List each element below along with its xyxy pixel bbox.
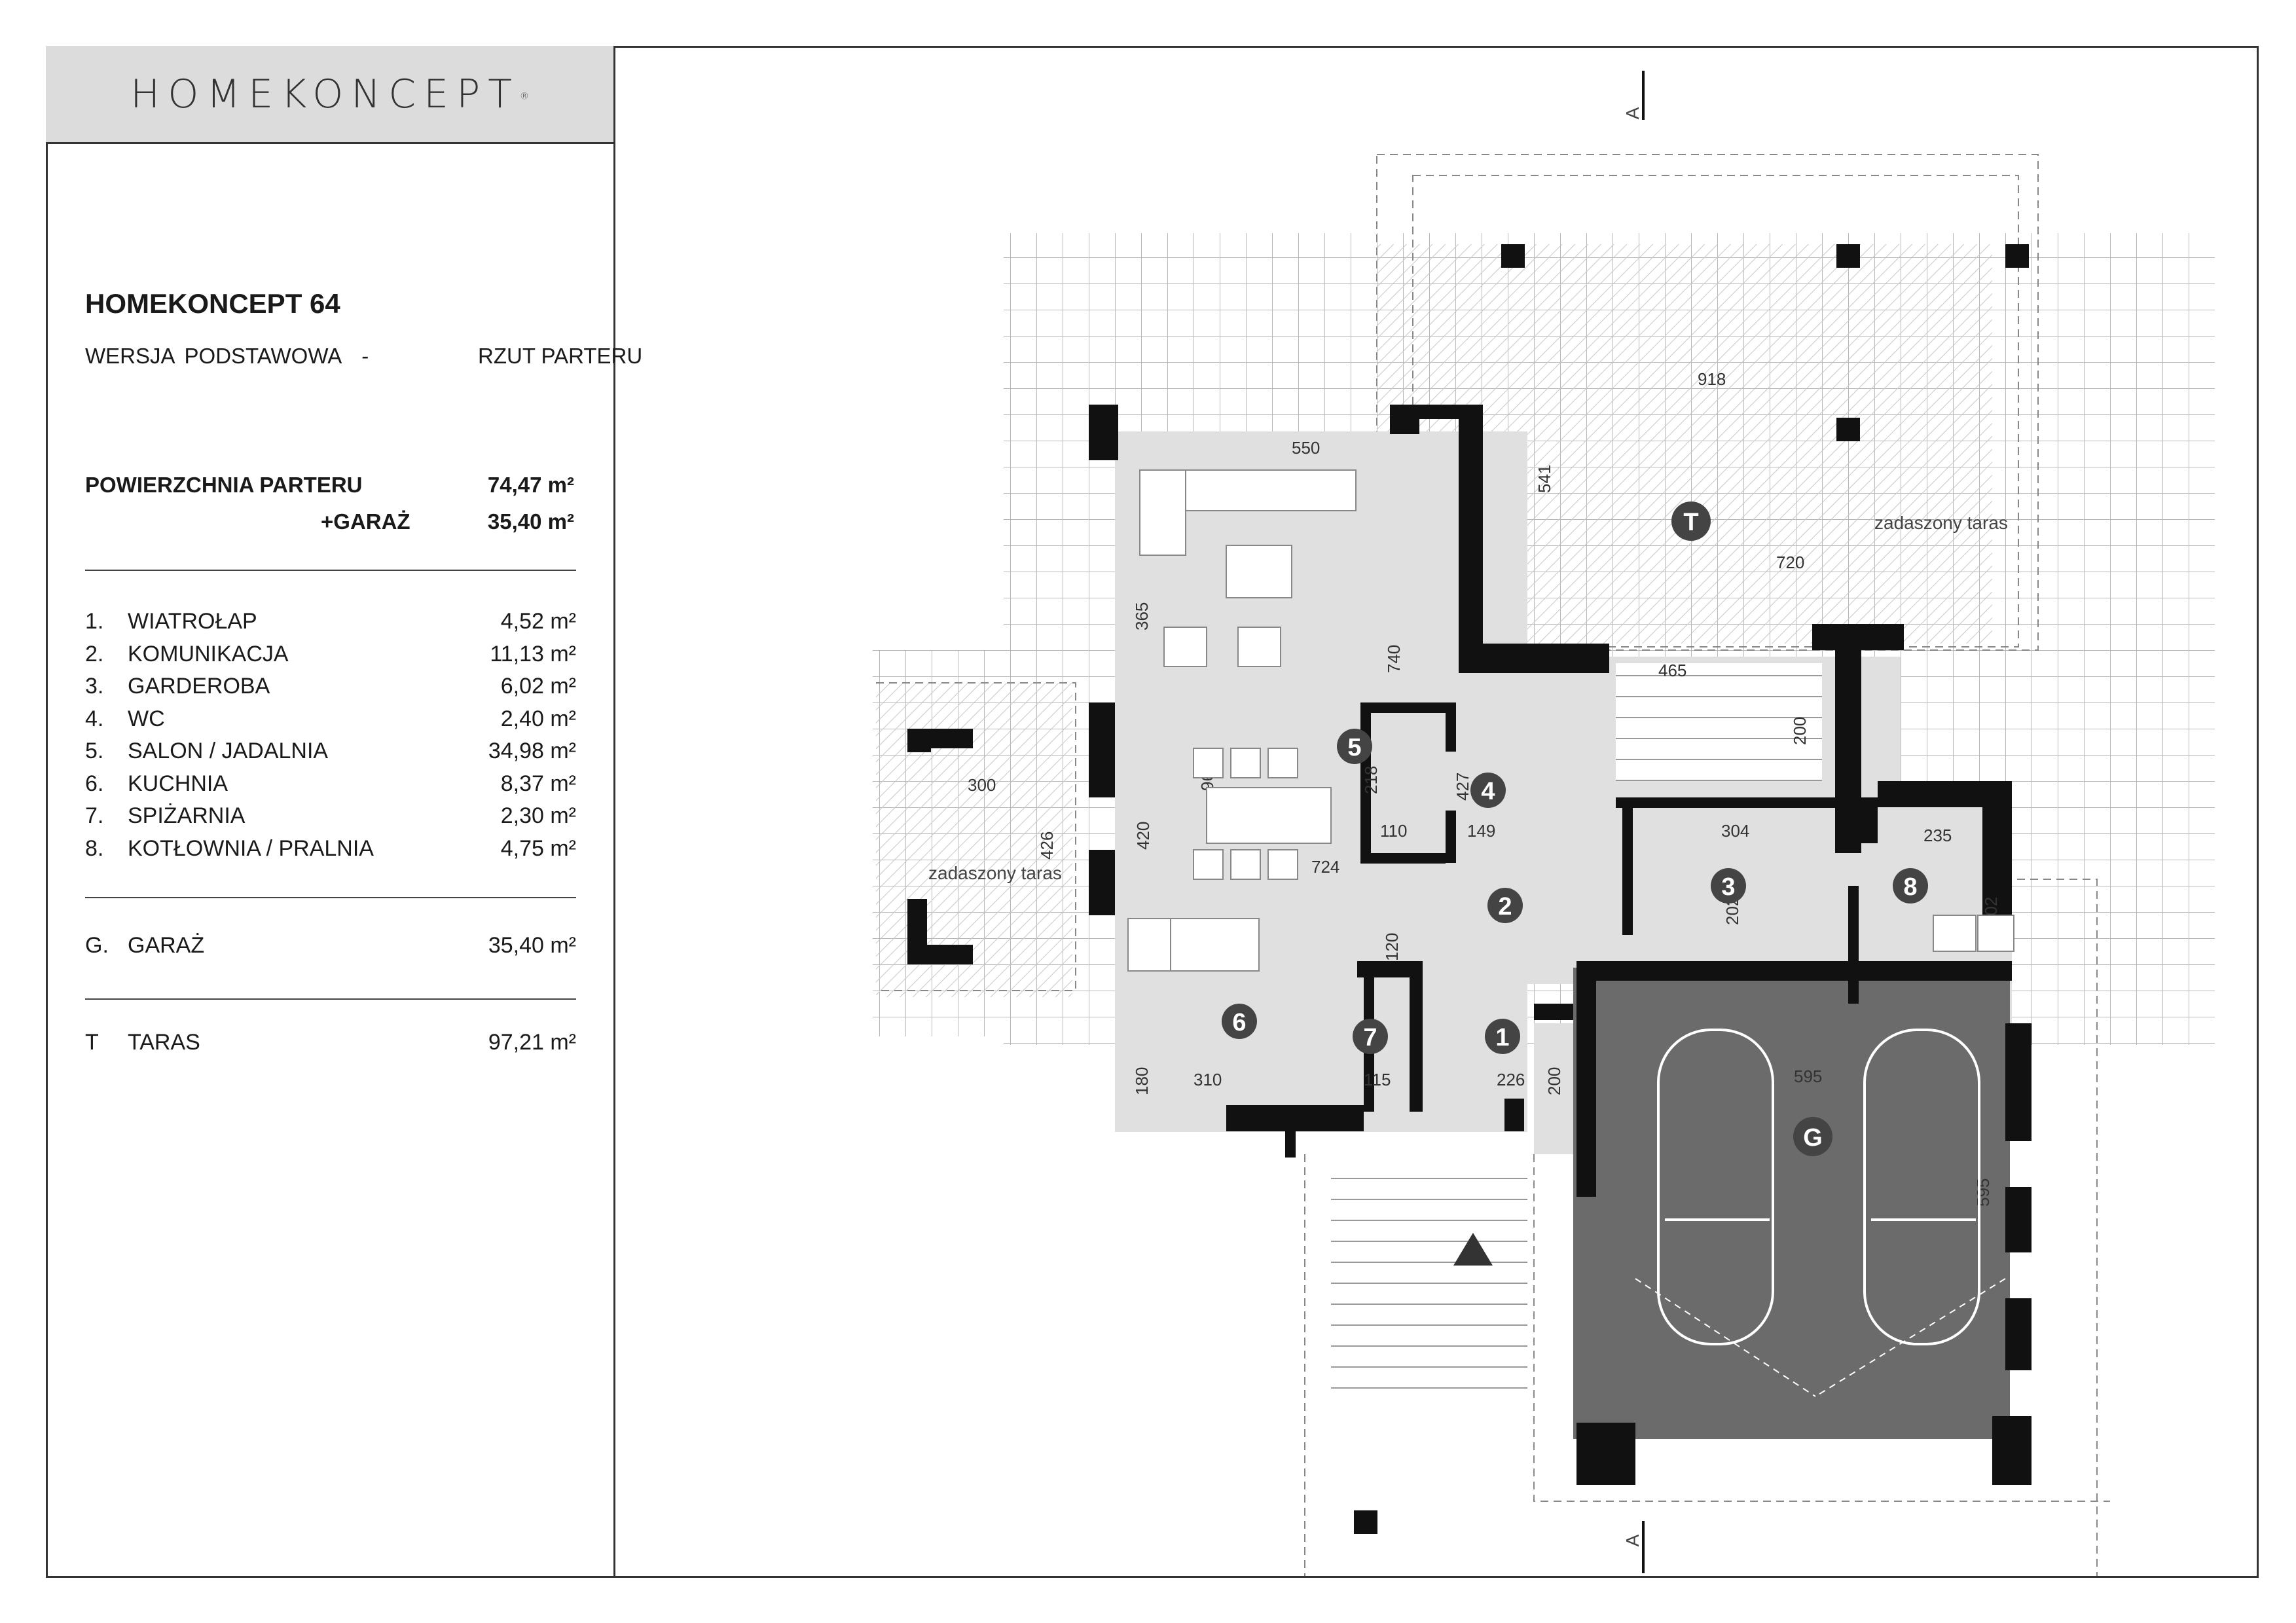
svg-text:310: 310 <box>1194 1070 1222 1089</box>
room-tag-4: 4 <box>1470 773 1506 808</box>
room-tag-3: 3 <box>1711 868 1746 903</box>
svg-text:740: 740 <box>1384 645 1404 673</box>
project-subtitle: WERSJA PODSTAWOWA- RZUT PARTERU <box>85 344 642 369</box>
ground-area-label: POWIERZCHNIA PARTERU <box>85 473 363 497</box>
garage-area-value: 35,40 m² <box>487 509 574 534</box>
svg-text:918: 918 <box>1698 369 1726 389</box>
view-name: RZUT PARTERU <box>478 344 643 368</box>
svg-text:427: 427 <box>1453 773 1472 801</box>
ground-area-value: 74,47 m² <box>487 473 574 497</box>
svg-text:218: 218 <box>1361 766 1381 794</box>
svg-text:541: 541 <box>1535 465 1554 493</box>
garage-door-lines <box>1635 1278 2006 1397</box>
brand-logo: HOMEKONCEPT® <box>130 71 529 117</box>
svg-text:1: 1 <box>1495 1024 1509 1051</box>
svg-text:465: 465 <box>1658 661 1686 680</box>
project-title: HOMEKONCEPT 64 <box>85 288 340 319</box>
svg-text:300: 300 <box>968 775 996 795</box>
svg-text:115: 115 <box>1364 1070 1391 1089</box>
staircase <box>1616 663 1822 781</box>
divider <box>85 897 576 898</box>
svg-text:365: 365 <box>1132 602 1152 630</box>
svg-text:724: 724 <box>1311 857 1339 877</box>
room-tag-7: 7 <box>1353 1019 1388 1054</box>
covered-terrace-label: zadaszony taras <box>1874 513 2008 533</box>
room-tag-8: 8 <box>1893 868 1928 903</box>
svg-text:180: 180 <box>1132 1067 1152 1095</box>
svg-text:2: 2 <box>1498 893 1512 921</box>
room-tag-6: 6 <box>1222 1004 1257 1039</box>
svg-text:T: T <box>1683 509 1698 536</box>
walls <box>907 244 2032 1534</box>
covered-terrace-label-west: zadaszony taras <box>928 863 1062 883</box>
section-marker-top: A <box>1622 71 1645 120</box>
divider <box>85 570 576 571</box>
svg-text:550: 550 <box>1292 438 1320 458</box>
svg-text:304: 304 <box>1721 821 1749 841</box>
svg-text:720: 720 <box>1776 553 1804 572</box>
room-tag-5: 5 <box>1337 729 1372 764</box>
entrance-steps <box>1331 1161 1527 1396</box>
svg-text:G: G <box>1803 1124 1823 1152</box>
version-label: WERSJA <box>85 344 175 368</box>
svg-text:426: 426 <box>1037 831 1057 860</box>
garage-floor <box>1573 968 2010 1439</box>
room-tag-2: 2 <box>1487 888 1523 923</box>
svg-text:4: 4 <box>1481 778 1495 805</box>
svg-text:120: 120 <box>1382 933 1402 961</box>
room-tag-1: 1 <box>1485 1019 1520 1054</box>
svg-text:200: 200 <box>1544 1067 1564 1095</box>
furniture <box>1127 469 2014 972</box>
svg-text:110: 110 <box>1380 821 1407 841</box>
section-marker-bottom: A <box>1622 1521 1645 1573</box>
svg-text:235: 235 <box>1923 826 1952 845</box>
divider <box>85 998 576 1000</box>
subtitle-dash: - <box>361 344 369 368</box>
svg-text:A: A <box>1622 107 1643 119</box>
terrace-l-block <box>907 729 973 964</box>
svg-text:A: A <box>1622 1534 1643 1546</box>
svg-text:200: 200 <box>1790 717 1810 745</box>
info-sidebar: HOMEKONCEPT® HOMEKONCEPT 64 WERSJA PODSTA… <box>46 46 642 1578</box>
sheet-frame <box>46 46 2259 1578</box>
version-value: PODSTAWOWA <box>184 344 342 368</box>
room-tag-g: G <box>1793 1117 1832 1156</box>
garage-area-label: +GARAŻ <box>321 509 410 534</box>
floor-plan: A A zadaszony taras zadaszony taras 918 … <box>873 71 2215 1576</box>
svg-text:3: 3 <box>1721 873 1735 901</box>
svg-text:7: 7 <box>1363 1024 1377 1051</box>
svg-text:8: 8 <box>1903 873 1917 901</box>
svg-text:420: 420 <box>1133 822 1153 850</box>
logo-box: HOMEKONCEPT® <box>46 46 613 144</box>
cars <box>1657 1029 1980 1345</box>
svg-text:595: 595 <box>1973 1178 1993 1207</box>
svg-text:595: 595 <box>1794 1067 1822 1086</box>
room-tags: 1 2 3 4 5 6 7 8 G T <box>1222 501 1928 1156</box>
svg-text:5: 5 <box>1347 734 1361 761</box>
svg-text:6: 6 <box>1232 1009 1246 1036</box>
svg-text:149: 149 <box>1467 821 1495 841</box>
room-tag-t: T <box>1671 501 1711 541</box>
entrance-arrow <box>1453 1233 1493 1266</box>
svg-text:226: 226 <box>1497 1070 1525 1089</box>
